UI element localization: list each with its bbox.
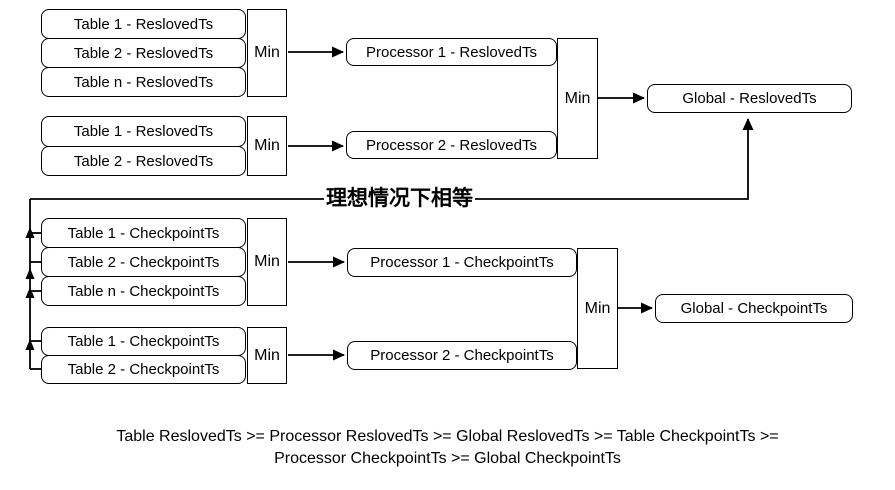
- node-tablen-resolved-a: Table n - ReslovedTs: [41, 67, 246, 97]
- node-table1-checkpoint-a: Table 1 - CheckpointTs: [41, 218, 246, 248]
- min-box-processors-checkpoint: Min: [577, 248, 618, 369]
- inequality-line-1: Table ReslovedTs >= Processor ReslovedTs…: [116, 428, 779, 445]
- node-tablen-checkpoint-a: Table n - CheckpointTs: [41, 276, 246, 306]
- min-box-resolved-a: Min: [247, 9, 287, 97]
- node-table1-checkpoint-b: Table 1 - CheckpointTs: [41, 327, 246, 356]
- up-arrowhead-1: [25, 227, 35, 238]
- up-arrowhead-2: [25, 268, 35, 279]
- ideal-equality-line: [30, 118, 754, 200]
- node-table2-checkpoint-a: Table 2 - CheckpointTs: [41, 247, 246, 277]
- node-processor2-checkpoint: Processor 2 - CheckpointTs: [347, 341, 577, 370]
- min-box-checkpoint-a: Min: [247, 218, 287, 306]
- inequality-line-2: Processor CheckpointTs >= Global Checkpo…: [274, 450, 621, 467]
- node-processor1-resolved: Processor 1 - ReslovedTs: [346, 38, 557, 66]
- node-global-resolved: Global - ReslovedTs: [647, 84, 852, 113]
- node-table1-resolved-a: Table 1 - ReslovedTs: [41, 9, 246, 39]
- min-box-checkpoint-b: Min: [247, 327, 287, 384]
- up-arrowhead-3: [25, 287, 35, 298]
- node-processor2-resolved: Processor 2 - ReslovedTs: [346, 131, 557, 159]
- min-box-resolved-b: Min: [247, 116, 287, 176]
- node-table1-resolved-b: Table 1 - ReslovedTs: [41, 116, 246, 147]
- node-table2-checkpoint-b: Table 2 - CheckpointTs: [41, 355, 246, 384]
- node-global-checkpoint: Global - CheckpointTs: [655, 294, 853, 323]
- inequality-summary: Table ReslovedTs >= Processor ReslovedTs…: [0, 426, 895, 470]
- node-processor1-checkpoint: Processor 1 - CheckpointTs: [347, 248, 577, 277]
- ideal-equality-label: 理想情况下相等: [324, 186, 475, 211]
- min-box-processors-resolved: Min: [557, 38, 598, 159]
- up-arrowhead-4: [25, 339, 35, 350]
- node-table2-resolved-a: Table 2 - ReslovedTs: [41, 38, 246, 68]
- node-table2-resolved-b: Table 2 - ReslovedTs: [41, 146, 246, 176]
